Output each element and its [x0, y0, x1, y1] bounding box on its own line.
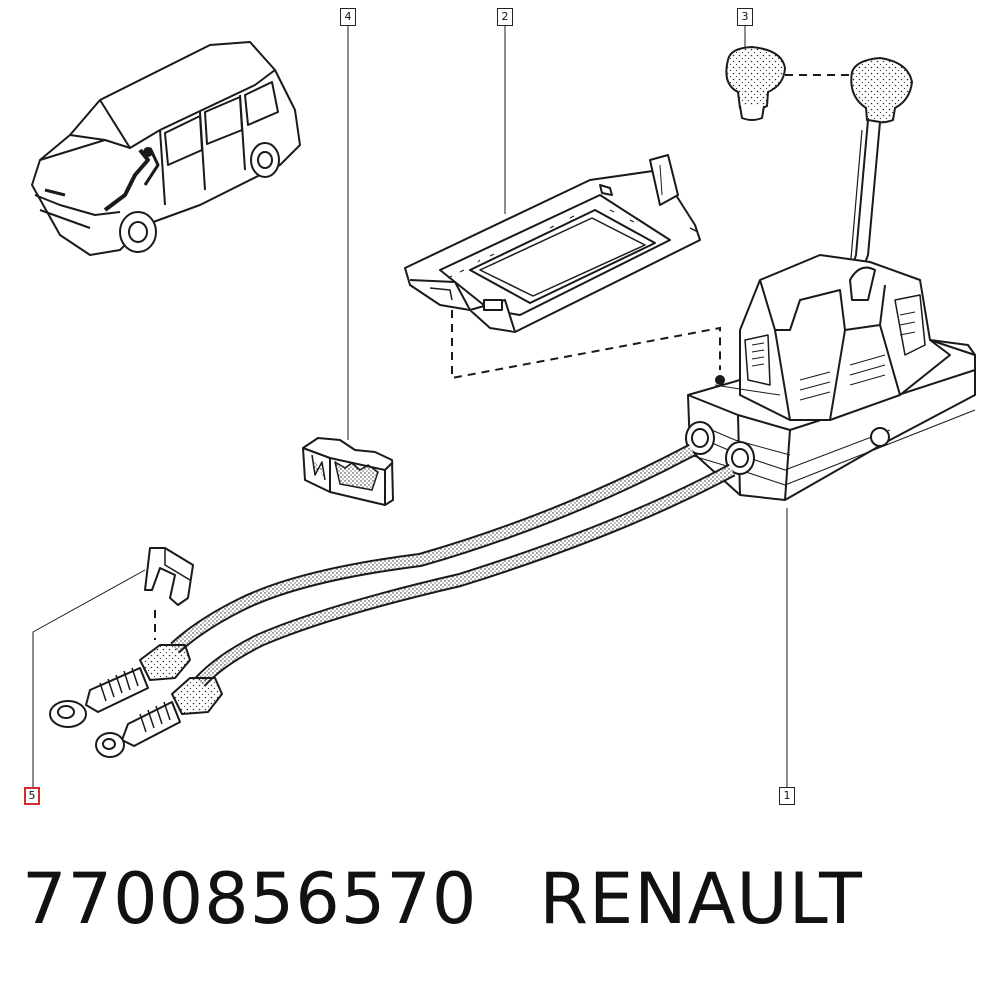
brand-name: RENAULT [539, 858, 863, 940]
mounting-plate-part [404, 154, 701, 333]
assembly-dashed-lines [154, 74, 850, 640]
vehicle-illustration [31, 41, 301, 256]
callout-leader-lines [32, 24, 788, 787]
callout-5: 5 [24, 787, 40, 805]
callout-4: 4 [340, 8, 356, 26]
callout-3: 3 [737, 8, 753, 26]
gear-knob-part [725, 45, 914, 124]
part-number: 7700856570 [22, 858, 478, 940]
callout-2: 2 [497, 8, 513, 26]
gear-lever-assembly-part [49, 119, 976, 758]
retaining-clip-part [302, 437, 394, 506]
cable-clip-part [144, 547, 194, 606]
caption: 7700856570 RENAULT [22, 858, 863, 948]
callout-1: 1 [779, 787, 795, 805]
